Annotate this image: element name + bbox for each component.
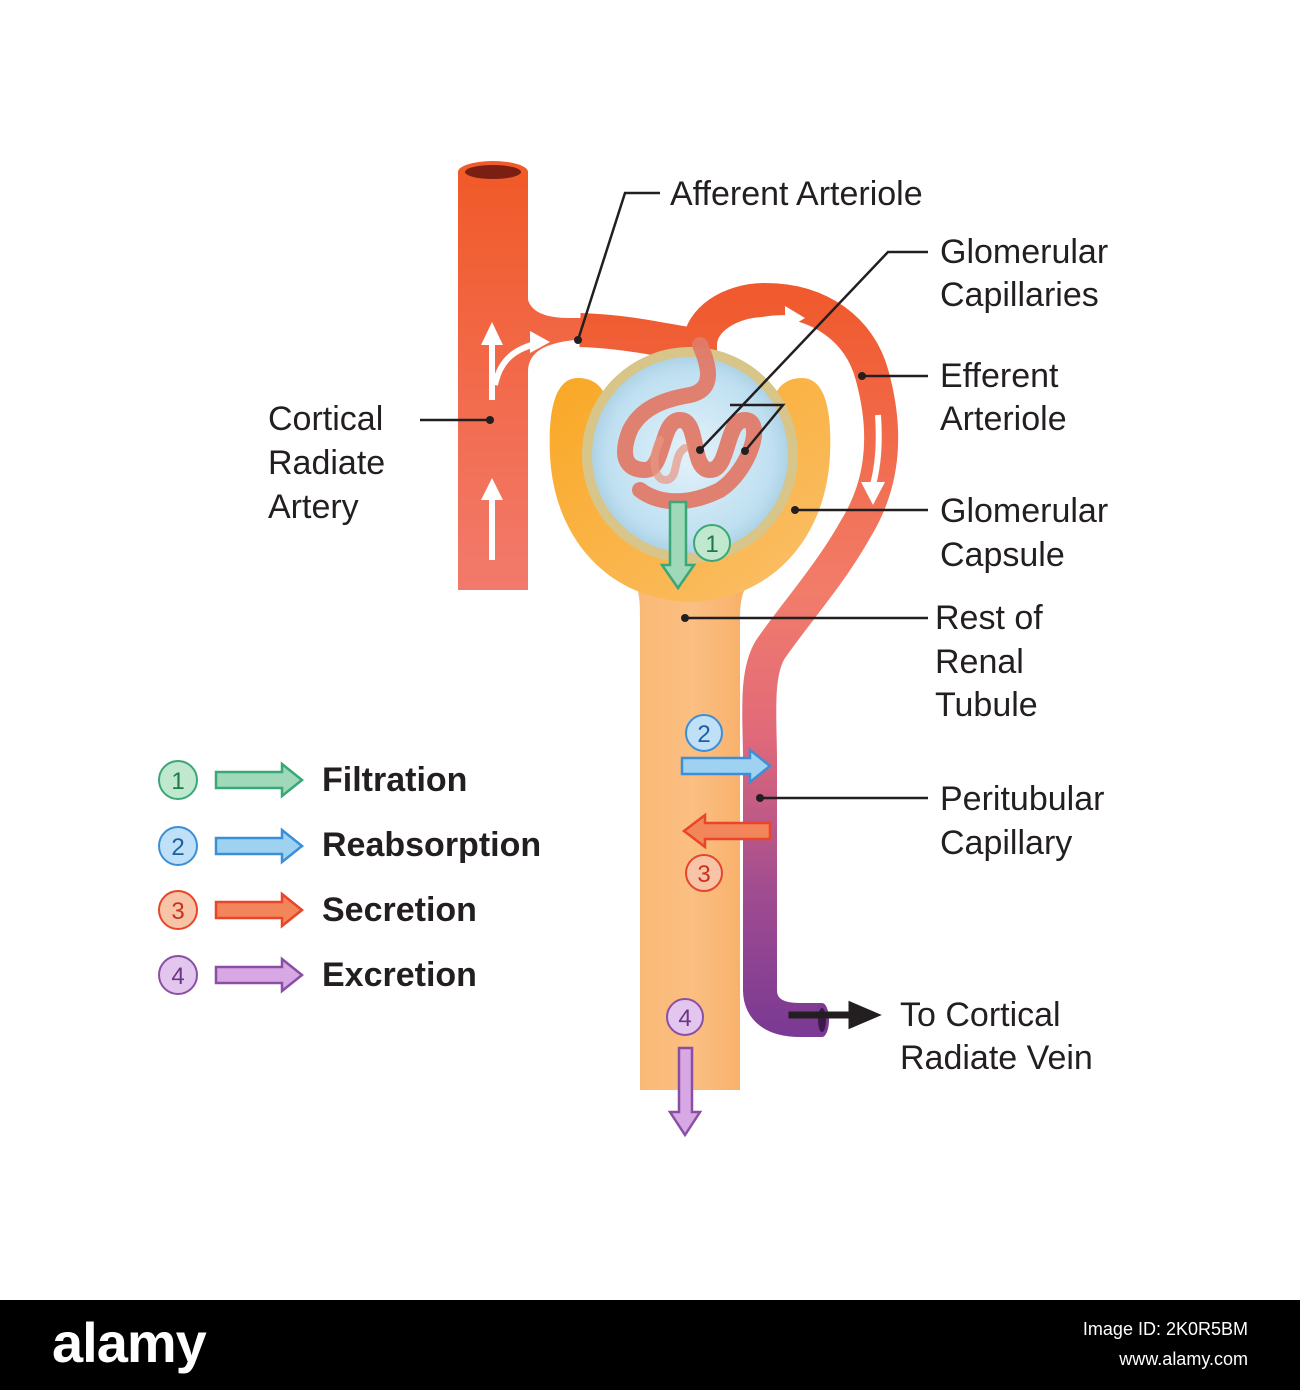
svg-text:4: 4 <box>171 963 184 990</box>
label-afferent-arteriole: Afferent Arteriole <box>670 175 923 213</box>
marker-4: 4 <box>666 998 704 1036</box>
svg-text:Glomerular: Glomerular <box>940 492 1108 530</box>
label-glomerular-capsule: Glomerular Capsule <box>940 492 1108 574</box>
svg-text:Artery: Artery <box>268 488 359 526</box>
svg-text:3: 3 <box>697 861 710 888</box>
label-rest-of-renal-tubule: Rest of Renal Tubule <box>935 599 1043 724</box>
image-id-block: Image ID: 2K0R5BM www.alamy.com <box>1083 1314 1248 1374</box>
legend-item-secretion: 3 Secretion <box>158 890 477 930</box>
svg-text:Radiate: Radiate <box>268 444 385 482</box>
svg-text:Capillary: Capillary <box>940 824 1072 862</box>
svg-text:Peritubular: Peritubular <box>940 780 1104 818</box>
flow-arrows <box>481 306 885 560</box>
stock-footer-bar: alamy Image ID: 2K0R5BM www.alamy.com <box>0 1300 1300 1390</box>
label-peritubular-capillary: Peritubular Capillary <box>940 780 1104 862</box>
svg-text:1: 1 <box>705 531 718 558</box>
svg-text:Rest of: Rest of <box>935 599 1043 637</box>
legend: 1 Filtration 2 Reabsorption 3 Secretion … <box>158 760 541 995</box>
svg-text:To Cortical: To Cortical <box>900 996 1061 1034</box>
marker-3: 3 <box>685 854 723 892</box>
svg-text:Radiate Vein: Radiate Vein <box>900 1039 1093 1077</box>
label-cortical-radiate-artery: Cortical Radiate Artery <box>268 400 385 526</box>
svg-text:Arteriole: Arteriole <box>940 400 1067 438</box>
svg-text:Cortical: Cortical <box>268 400 383 438</box>
renal-tubule <box>605 545 780 1090</box>
marker-1: 1 <box>693 524 731 562</box>
svg-text:Secretion: Secretion <box>322 891 477 929</box>
svg-text:1: 1 <box>171 768 184 795</box>
alamy-logo: alamy <box>52 1311 207 1374</box>
svg-text:Capsule: Capsule <box>940 536 1065 574</box>
leader-lines <box>420 191 928 800</box>
reabsorption-arrow <box>680 747 773 785</box>
svg-text:Excretion: Excretion <box>322 956 477 994</box>
svg-text:Glomerular: Glomerular <box>940 233 1108 271</box>
label-efferent-arteriole: Efferent Arteriole <box>940 357 1067 438</box>
svg-text:Renal: Renal <box>935 643 1024 681</box>
legend-item-excretion: 4 Excretion <box>158 955 477 995</box>
svg-text:Capillaries: Capillaries <box>940 276 1099 314</box>
to-vein-arrow <box>788 1000 882 1030</box>
svg-text:4: 4 <box>678 1005 691 1032</box>
svg-text:Reabsorption: Reabsorption <box>322 826 541 864</box>
site-url: www.alamy.com <box>1119 1349 1248 1369</box>
label-glomerular-capillaries: Glomerular Capillaries <box>940 233 1108 314</box>
svg-text:Efferent: Efferent <box>940 357 1059 395</box>
legend-item-filtration: 1 Filtration <box>158 760 467 800</box>
svg-text:Filtration: Filtration <box>322 761 467 799</box>
svg-text:3: 3 <box>171 898 184 925</box>
image-id: Image ID: 2K0R5BM <box>1082 1319 1248 1339</box>
legend-item-reabsorption: 2 Reabsorption <box>158 826 541 866</box>
marker-2: 2 <box>685 714 723 752</box>
secretion-arrow <box>681 812 772 850</box>
label-to-cortical-radiate-vein: To Cortical Radiate Vein <box>900 996 1093 1077</box>
svg-text:2: 2 <box>171 834 184 861</box>
svg-text:2: 2 <box>697 721 710 748</box>
glomerulus <box>582 337 798 563</box>
filtration-arrow <box>659 500 697 591</box>
nephron-diagram: 1 2 3 4 Afferent Arteriole Glomerular <box>158 161 1108 1138</box>
glomerular-capsule <box>549 378 831 602</box>
excretion-arrow <box>667 1046 703 1138</box>
leader-dots <box>486 336 866 802</box>
svg-text:Tubule: Tubule <box>935 686 1038 724</box>
